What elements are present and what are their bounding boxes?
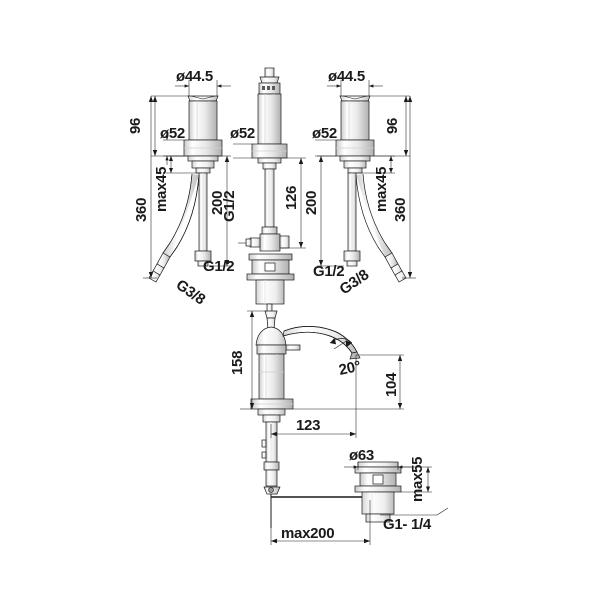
dim-label-g114: G1- 1/4 — [383, 516, 432, 533]
dim-label-d63: ø63 — [349, 447, 374, 464]
dim-label-200-left: 200 — [209, 191, 226, 215]
dim-label-max45-left: max45 — [153, 167, 170, 212]
leader-g114 — [380, 507, 449, 516]
dim-label-360-left: 360 — [133, 198, 150, 222]
dim-label-20deg: 20° — [337, 358, 362, 379]
pop-up-drain-assembly — [354, 461, 402, 523]
dim-label-123: 123 — [296, 417, 320, 434]
dim-label-d445-right: ø44.5 — [328, 68, 365, 85]
dim-158 — [240, 310, 266, 410]
dim-360-right — [402, 96, 416, 279]
dim-label-d52-left: ø52 — [160, 125, 185, 142]
dim-d445-right — [327, 80, 383, 96]
dim-max55 — [401, 466, 432, 493]
right-handle-assembly — [335, 95, 407, 283]
dim-123 — [270, 409, 357, 438]
dim-200-right — [317, 155, 344, 267]
dim-20deg-swivel — [329, 337, 353, 350]
dim-label-d52-right: ø52 — [312, 125, 337, 142]
dim-label-d52-center: ø52 — [230, 125, 255, 142]
dim-label-g12-center: G1/2 — [221, 191, 238, 222]
dim-label-d445-left: ø44.5 — [176, 68, 213, 85]
dim-label-158: 158 — [229, 351, 246, 375]
dim-label-96-right: 96 — [384, 118, 401, 134]
dim-max45-left — [166, 155, 199, 174]
dim-label-max200: max200 — [281, 525, 334, 542]
dim-360-left — [143, 96, 157, 279]
dim-104 — [293, 354, 404, 410]
single-lever-mixer — [250, 310, 377, 528]
dim-max200 — [270, 500, 371, 545]
dim-label-200-right: 200 — [303, 191, 320, 215]
dim-label-126-center: 126 — [283, 186, 300, 210]
dim-label-max55: max55 — [409, 457, 426, 502]
center-spout-column — [245, 67, 295, 319]
dim-label-104: 104 — [383, 372, 400, 397]
left-handle-assembly — [148, 95, 223, 283]
dim-label-g12-right: G1/2 — [313, 263, 344, 280]
dim-max45-right — [356, 155, 395, 174]
dim-label-g12-left: G1/2 — [203, 258, 234, 275]
dim-label-360-right: 360 — [392, 198, 409, 222]
dim-d445-left — [175, 80, 231, 96]
dim-126-center — [281, 157, 306, 249]
dim-label-max45-right: max45 — [373, 167, 390, 212]
dim-label-96-left: 96 — [127, 118, 144, 134]
dim-d52-center — [233, 143, 252, 159]
dim-200-left — [211, 155, 231, 267]
